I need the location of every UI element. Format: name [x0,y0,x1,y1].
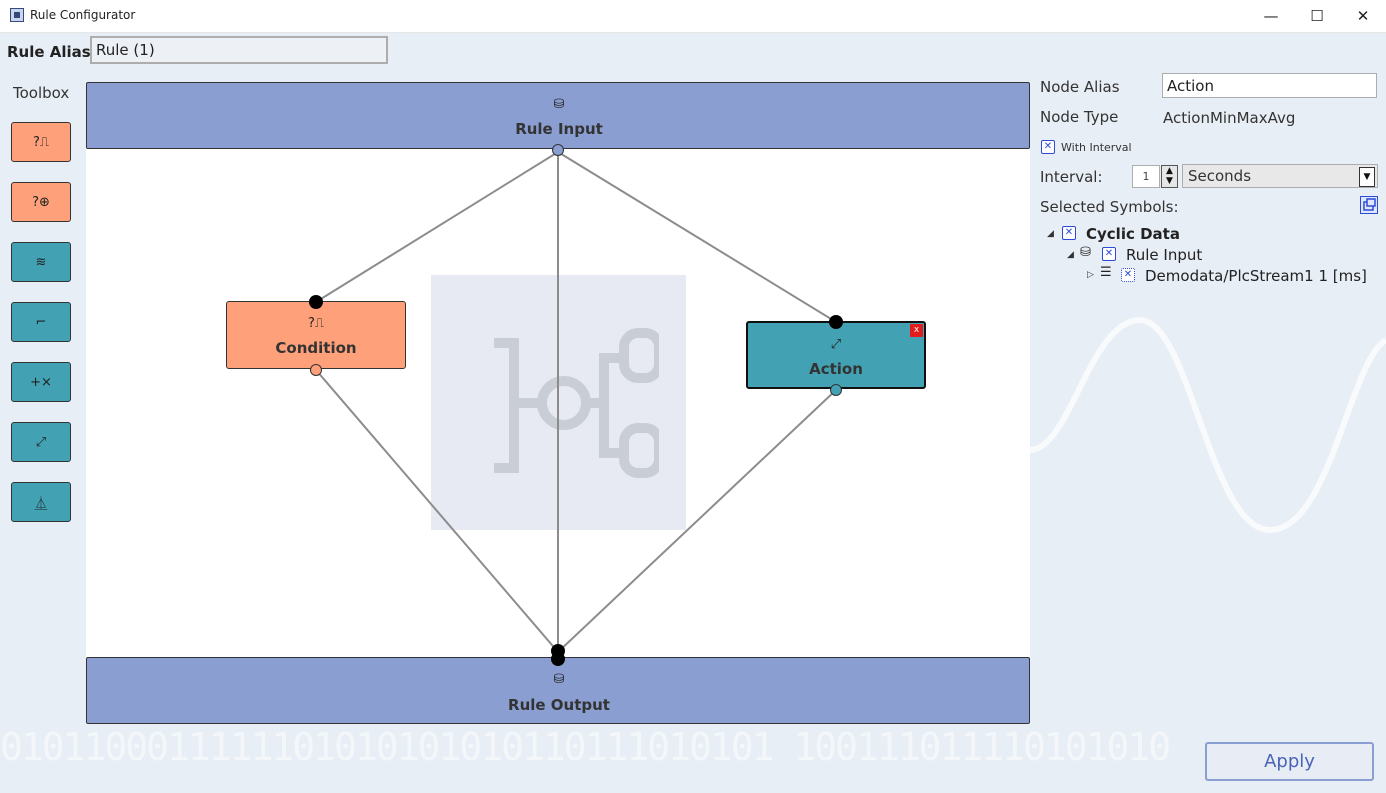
background-binary-decoration: 0101100011111101010101010110111010101 10… [0,725,1171,769]
close-button[interactable]: ✕ [1356,7,1370,25]
rule-alias-label: Rule Alias [7,43,91,61]
action-node[interactable]: x ⤢ Action [746,321,926,389]
toolbox-condition-button[interactable]: ?⎍ [11,122,71,162]
title-bar [0,0,1386,33]
condition-node[interactable]: ?⎍ Condition [226,301,406,369]
background-wave-decoration [1030,316,1386,534]
node-type-value: ActionMinMaxAvg [1163,109,1296,127]
toolbox-math-button[interactable]: +× [11,362,71,402]
rule-output-label: Rule Output [508,696,610,714]
condition-icon: ?⎍ [308,316,324,331]
expand-window-button[interactable] [1360,196,1378,214]
spin-down-icon[interactable]: ▼ [1166,176,1173,186]
action-input-port[interactable] [829,315,843,329]
condition-output-port[interactable] [310,364,322,376]
node-alias-label: Node Alias [1040,78,1120,96]
window-icon [1363,198,1376,211]
toolbox-label: Toolbox [13,84,70,102]
tree-item-rule-input[interactable]: Rule Input [1126,246,1203,264]
condition-icon: ?⎍ [33,134,49,150]
rule-canvas[interactable]: ⛁ Rule Input ?⎍ Condition x ⤢ Action ⛁ R… [86,82,1030,724]
symbol-icon: ☰ [1100,265,1112,280]
interval-unit-select[interactable]: Seconds ▼ [1182,164,1378,188]
rule-output-input-port-2[interactable] [551,652,565,666]
step-icon: ⌐ [35,314,47,330]
rule-input-label: Rule Input [515,120,603,138]
tree-expand-rule-input-icon[interactable]: ◢ [1067,250,1074,260]
condition-input-port[interactable] [309,295,323,309]
action-output-port[interactable] [830,384,842,396]
cyclic-data-checkbox[interactable]: ✕ [1062,226,1076,240]
toolbox-threshold-button[interactable]: ≋ [11,242,71,282]
apply-button[interactable]: Apply [1205,742,1374,781]
app-icon [10,8,24,22]
rule-input-node[interactable]: ⛁ Rule Input [86,82,1030,149]
rule-input-output-port[interactable] [552,144,564,156]
database-icon: ⛁ [553,97,565,112]
delete-node-button[interactable]: x [910,324,923,337]
with-interval-checkbox[interactable]: ✕ [1041,140,1055,154]
node-alias-input[interactable] [1162,73,1377,98]
add-multiply-icon: +× [30,374,52,390]
maximize-button[interactable]: ☐ [1310,7,1324,25]
toolbox-condition-alt-button[interactable]: ?⊕ [11,182,71,222]
interval-label: Interval: [1040,168,1103,186]
spin-up-icon[interactable]: ▲ [1166,166,1173,176]
interval-spinner[interactable]: ▲ ▼ [1161,165,1178,188]
tree-item-symbol[interactable]: Demodata/PlcStream1 1 [ms] [1145,267,1367,285]
minimize-button[interactable]: — [1263,7,1279,25]
connection-lines [315,151,837,653]
tree-expand-symbol-icon[interactable]: ▷ [1087,270,1094,280]
threshold-icon: ≋ [35,254,47,270]
with-interval-label: With Interval [1061,141,1132,154]
selected-symbols-label: Selected Symbols: [1040,198,1179,216]
chevron-down-icon[interactable]: ▼ [1359,167,1375,187]
toolbox-step-button[interactable]: ⌐ [11,302,71,342]
min-max-avg-icon: ⤢ [830,337,842,352]
tree-item-cyclic-data[interactable]: Cyclic Data [1086,225,1180,243]
min-max-avg-icon: ⤢ [35,434,47,450]
window-title: Rule Configurator [30,8,136,22]
pulse-icon: ⏅ [34,496,48,512]
database-icon: ⛁ [553,672,565,687]
database-icon: ⛁ [1080,245,1091,260]
symbol-checkbox[interactable]: ✕ [1121,268,1135,282]
condition-node-label: Condition [275,339,357,357]
toolbox-pulse-button[interactable]: ⏅ [11,482,71,522]
node-type-label: Node Type [1040,108,1119,126]
interval-unit-value: Seconds [1188,167,1252,185]
rule-alias-input[interactable] [90,36,388,64]
toolbox-min-max-avg-button[interactable]: ⤢ [11,422,71,462]
action-node-label: Action [809,360,863,378]
rule-input-checkbox[interactable]: ✕ [1102,247,1116,261]
mouse-condition-icon: ?⊕ [32,194,50,210]
interval-value-input[interactable]: 1 [1132,165,1160,188]
tree-expand-cyclic-data-icon[interactable]: ◢ [1047,229,1054,239]
rule-output-node[interactable]: ⛁ Rule Output [86,657,1030,724]
